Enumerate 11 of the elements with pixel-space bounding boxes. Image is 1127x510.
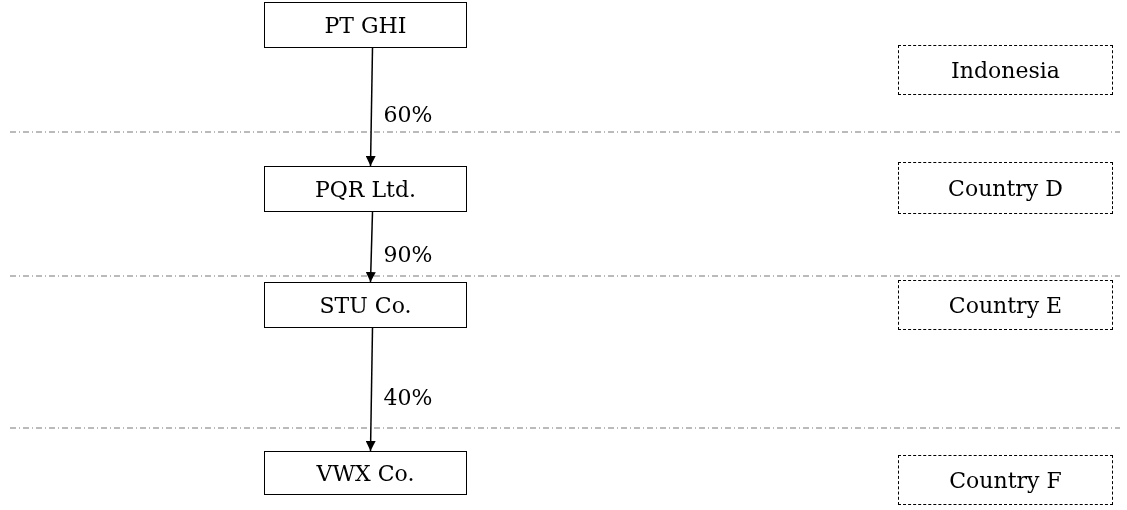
arrow (365, 211, 376, 283)
country-box: Indonesia (898, 45, 1113, 95)
country-box: Country F (898, 455, 1113, 505)
company-box: PQR Ltd. (264, 166, 467, 212)
country-box: Country E (898, 280, 1113, 330)
arrow (365, 327, 376, 452)
company-box: STU Co. (264, 282, 467, 328)
arrow (365, 47, 376, 167)
company-box: PT GHI (264, 2, 467, 48)
country-box: Country D (898, 162, 1113, 214)
company-box: VWX Co. (264, 451, 467, 495)
